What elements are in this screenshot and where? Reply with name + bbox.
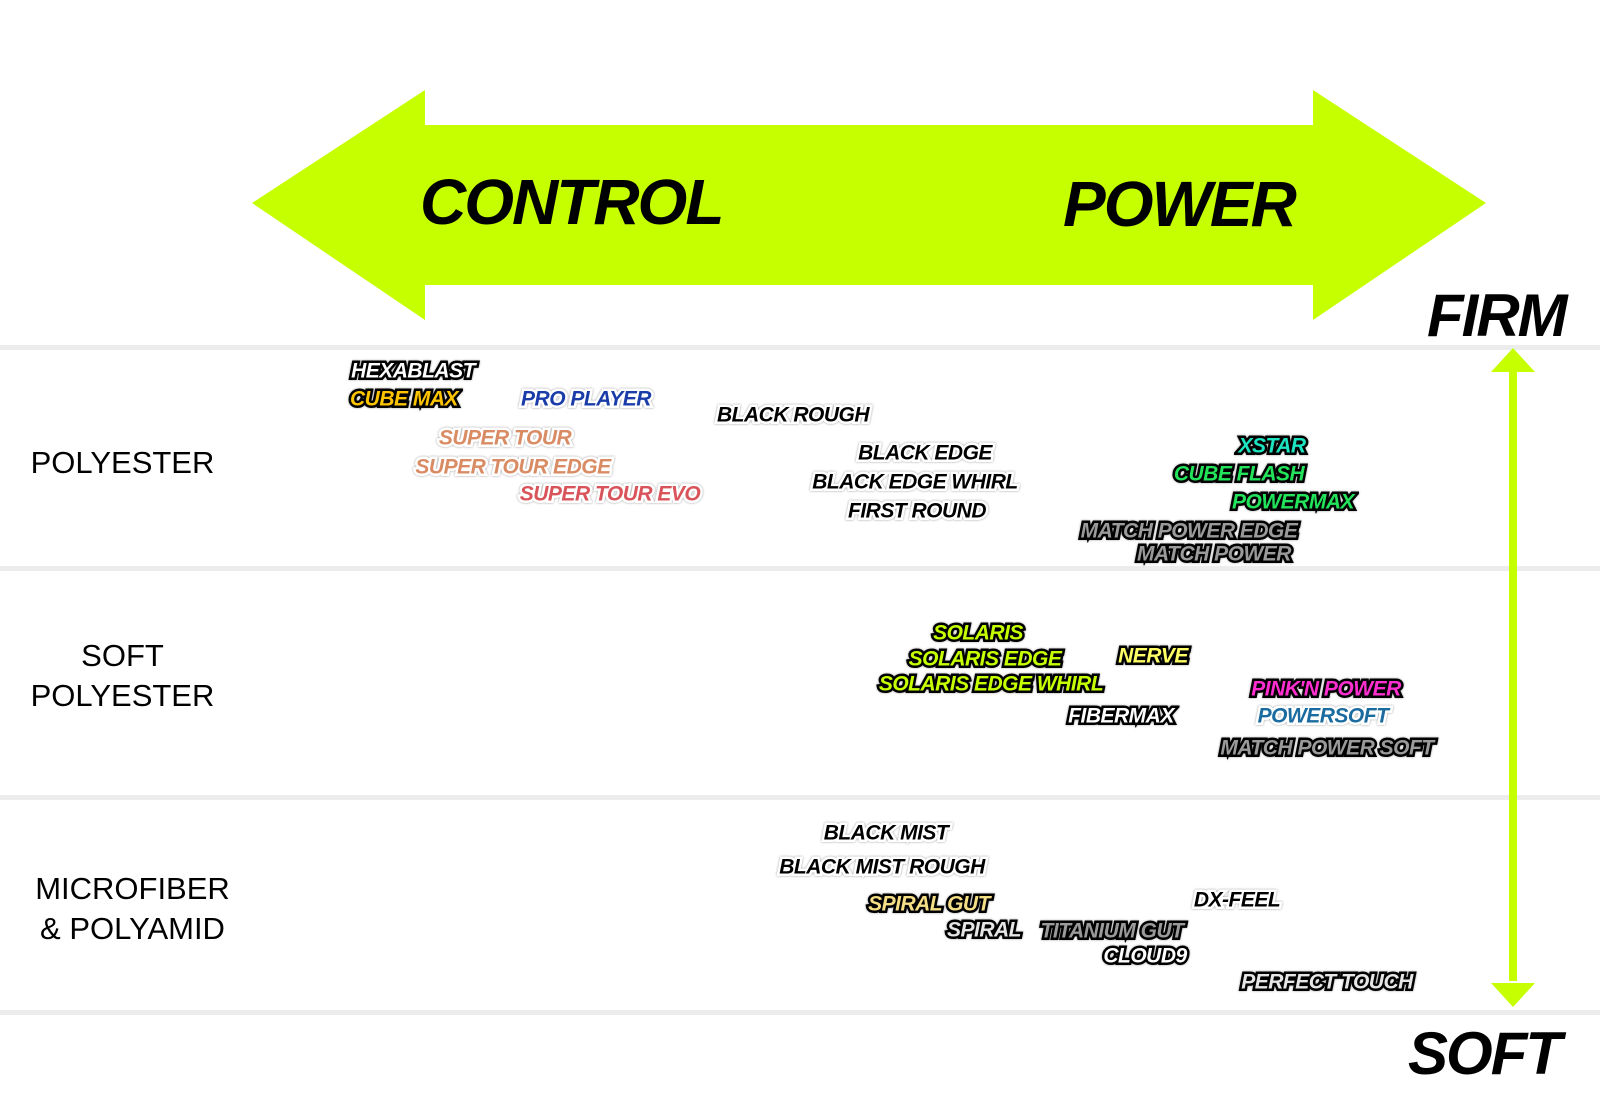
string-label: POWERMAX	[1230, 489, 1358, 515]
string-label: CLOUD9	[1101, 943, 1190, 969]
power-label: POWER	[1063, 168, 1297, 240]
divider-line-3	[0, 795, 1600, 800]
divider-line-1	[0, 345, 1600, 350]
soft-label: SOFT	[1408, 1020, 1562, 1087]
string-label: FIRST ROUND	[846, 498, 990, 524]
divider-line-2	[0, 566, 1600, 571]
vertical-double-arrow	[1491, 348, 1535, 1007]
category-line: MICROFIBER	[35, 871, 230, 906]
string-label: PERFECT TOUCH	[1239, 969, 1416, 995]
string-label: BLACK ROUGH	[715, 402, 873, 428]
string-label: MATCH POWER SOFT	[1218, 735, 1437, 761]
string-label: FIBERMAX	[1066, 703, 1177, 729]
string-label: DX-FEEL	[1191, 887, 1283, 913]
string-label: POWERSOFT	[1255, 703, 1391, 729]
string-label: BLACK EDGE WHIRL	[810, 469, 1021, 495]
string-label: TITANIUM GUT	[1038, 918, 1186, 944]
string-label: CUBE MAX	[347, 386, 461, 412]
category-soft-polyester: SOFT POLYESTER	[10, 636, 235, 716]
category-line: SOFT	[81, 638, 164, 673]
string-label: BLACK EDGE	[856, 440, 995, 466]
string-label: MATCH POWER	[1135, 541, 1294, 567]
category-microfiber-polyamid: MICROFIBER & POLYAMID	[10, 869, 255, 949]
string-label: XSTAR	[1236, 433, 1309, 459]
string-label: SUPER TOUR	[436, 425, 574, 451]
category-polyester: POLYESTER	[10, 443, 235, 483]
string-label: SOLARIS EDGE WHIRL	[876, 671, 1106, 697]
string-label: HEXABLAST	[349, 358, 478, 384]
divider-line-4	[0, 1010, 1600, 1015]
string-label: PRO PLAYER	[519, 386, 654, 412]
string-label: SOLARIS EDGE	[906, 646, 1064, 672]
string-label: SPIRAL GUT	[866, 891, 993, 917]
string-label: BLACK MIST	[821, 820, 951, 846]
string-label: SPIRAL	[944, 917, 1024, 943]
string-label: NERVE	[1116, 643, 1191, 669]
control-label: CONTROL	[420, 166, 724, 238]
firm-label: FIRM	[1427, 282, 1568, 349]
category-line: POLYESTER	[30, 445, 215, 480]
string-label: MATCH POWER EDGE	[1078, 518, 1300, 544]
category-line: POLYESTER	[30, 678, 215, 713]
string-label: SUPER TOUR EDGE	[413, 454, 614, 480]
string-label: SUPER TOUR EVO	[517, 481, 703, 507]
string-label: SOLARIS	[931, 620, 1026, 646]
string-label: CUBE FLASH	[1171, 461, 1307, 487]
string-label: PINK'N POWER	[1249, 676, 1404, 702]
string-label: BLACK MIST ROUGH	[777, 854, 988, 880]
category-line: & POLYAMID	[40, 911, 225, 946]
horizontal-double-arrow	[252, 90, 1486, 320]
